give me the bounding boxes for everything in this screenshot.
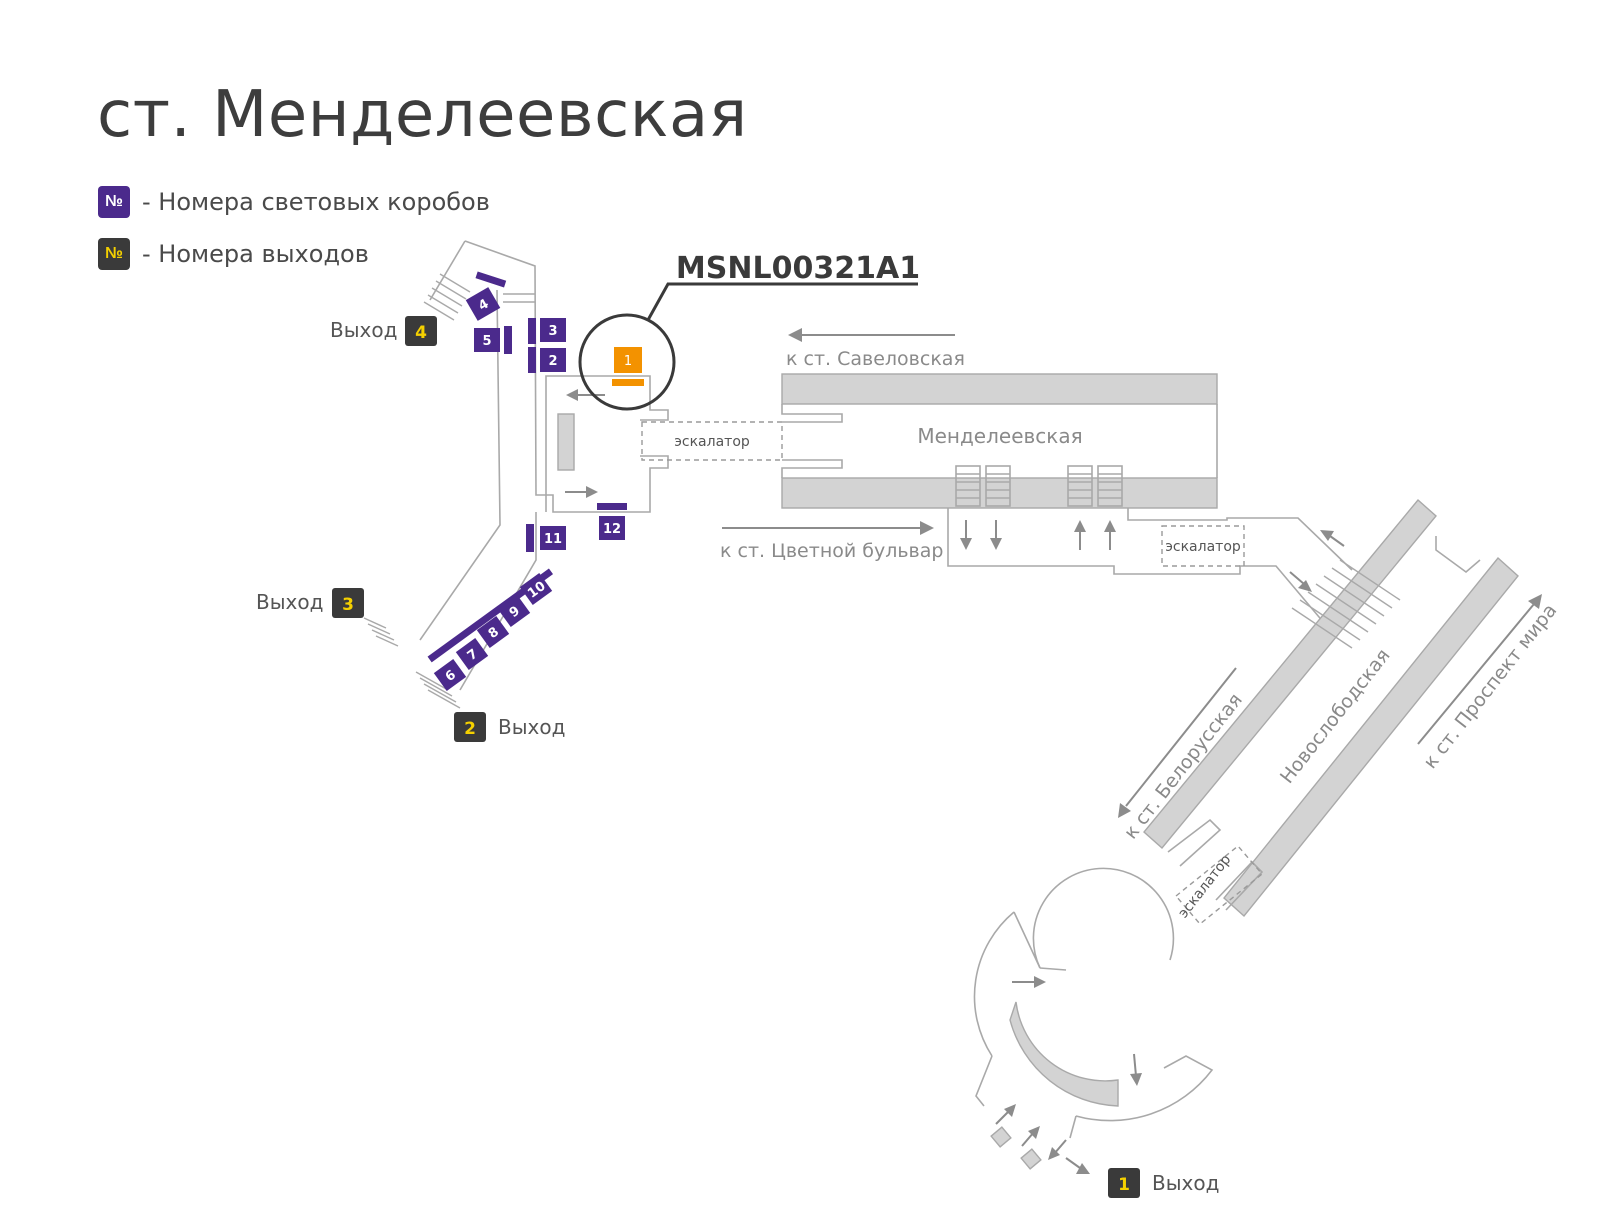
novoslobodskaya-station: Новослободская к ст. Белорусская к ст. П… [1118,498,1561,918]
arrow-icon [788,328,955,342]
svg-text:Выход: Выход [498,715,565,739]
highlight-code: MSNL00321A1 [676,251,920,286]
light-boxes: 3 2 5 4 11 12 10 [427,271,627,691]
west-vestibule [363,240,669,709]
svg-text:Выход: Выход [256,590,323,614]
svg-text:12: 12 [603,522,621,537]
stairs-icon [415,671,461,709]
light-box-3[interactable]: 3 [528,318,566,344]
south-vestibule [973,867,1214,1174]
station-name: Менделеевская [917,424,1082,448]
exit-1[interactable]: 1 Выход [1108,1168,1219,1198]
arrow-icon [1104,520,1116,550]
arrow-icon [1118,667,1237,818]
light-box-6[interactable]: 6 [433,659,467,691]
arrow-icon [1021,1126,1040,1147]
light-box-5[interactable]: 5 [474,326,512,354]
legend-exits: № - Номера выходов [98,238,369,270]
arrow-icon [1048,1139,1067,1160]
exit-2[interactable]: 2 Выход [454,712,565,742]
direction-prospekt-mira: к ст. Проспект мира [1419,600,1561,773]
highlighted-light-box[interactable]: MSNL00321A1 1 [578,251,920,411]
light-box-7[interactable]: 7 [455,638,489,670]
direction-tsvetnoy: к ст. Цветной бульвар [720,540,943,562]
svg-text:4: 4 [415,323,427,343]
svg-text:1: 1 [1118,1175,1130,1195]
highlight-number: 1 [624,354,632,369]
escalator-label: эскалатор [674,434,750,450]
platform-track [1143,498,1437,850]
light-box-12[interactable]: 12 [597,503,627,540]
escalator-middle: эскалатор [1161,525,1345,592]
exit-4[interactable]: Выход 4 [330,316,437,346]
platform-track [1223,556,1519,918]
svg-text:3: 3 [342,595,354,615]
arrow-icon [565,486,598,498]
escalator-label: эскалатор [1165,539,1241,555]
legend-box-label: - Номера световых коробов [142,188,490,216]
arrow-icon [1320,530,1345,547]
svg-text:11: 11 [544,532,562,547]
light-box-2[interactable]: 2 [528,347,566,373]
exit-3[interactable]: Выход 3 [256,588,364,618]
direction-savelovskaya: к ст. Савеловская [786,348,965,370]
legend-boxes: № - Номера световых коробов [98,186,490,218]
svg-text:Выход: Выход [1152,1171,1219,1195]
west-column [557,413,575,471]
light-box-9[interactable]: 9 [497,595,531,627]
legend-box-badge: № [98,186,130,218]
legend-exit-label: - Номера выходов [142,240,369,268]
arrow-icon [1074,520,1086,550]
arrow-icon [995,1104,1016,1125]
svg-text:2: 2 [548,354,557,369]
stairs-icon [363,617,399,647]
svg-text:Выход: Выход [330,318,397,342]
arrow-icon [1289,571,1312,592]
light-box-11[interactable]: 11 [526,524,566,552]
svg-text:3: 3 [548,324,557,339]
escalator-west: эскалатор [641,421,783,461]
arrow-icon [1417,594,1542,745]
legend-exit-badge: № [98,238,130,270]
stairs-icon [423,273,535,321]
platform-track [781,477,1218,509]
svg-text:2: 2 [464,719,476,739]
arrow-icon [722,521,934,535]
arrow-icon [1065,1157,1090,1174]
light-box-4[interactable]: 4 [465,271,507,321]
light-box-10[interactable]: 10 [519,573,553,605]
arrow-icon [566,389,605,401]
mendeleevskaya-station: Менделеевская к ст. Савеловская [720,328,1353,631]
arrow-icon [990,520,1002,550]
svg-text:5: 5 [482,334,491,349]
arrow-icon [1012,976,1046,988]
arrow-icon [960,520,972,550]
page-title: ст. Менделеевская [97,78,748,152]
platform-track [781,373,1218,405]
stairs-icon [1291,559,1401,649]
light-box-8[interactable]: 8 [476,616,510,648]
arrow-icon [1130,1053,1142,1086]
stairs-icon [955,465,1123,507]
